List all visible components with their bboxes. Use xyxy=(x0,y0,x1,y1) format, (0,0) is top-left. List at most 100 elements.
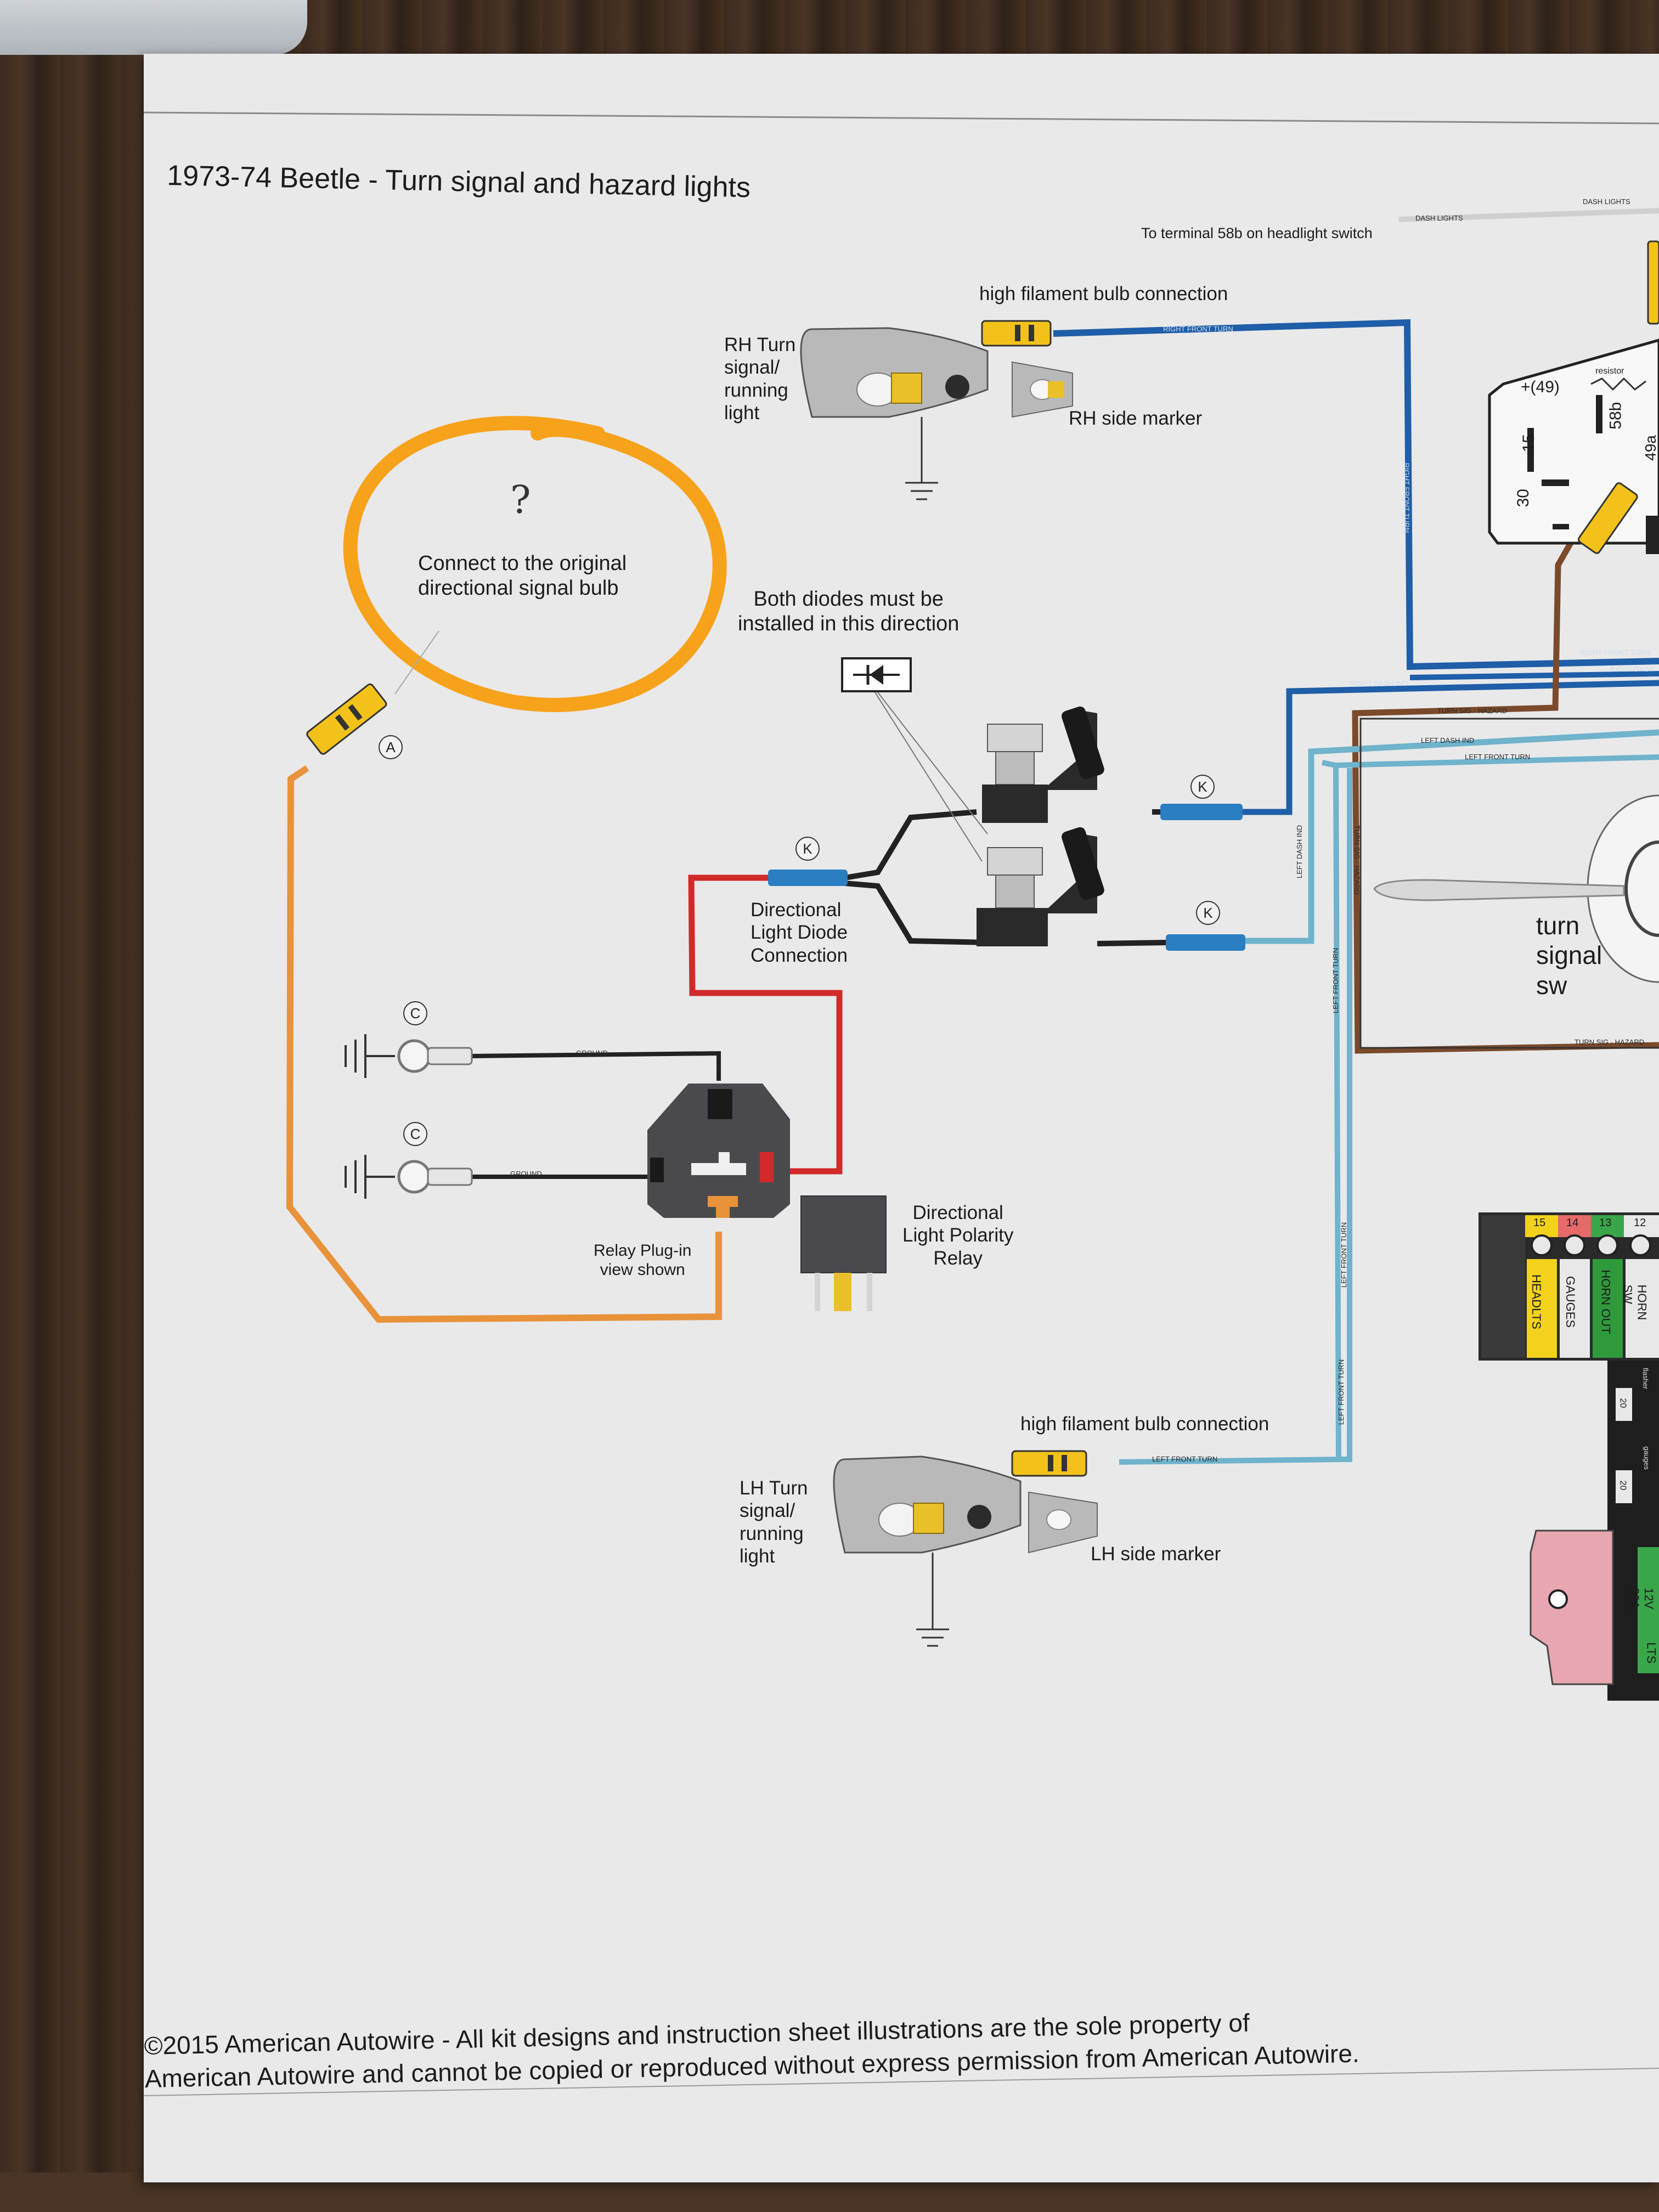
wire-label-right-front-turn: RIGHT FRONT TURN xyxy=(1163,325,1233,333)
fuse-lower-20-a: 20 xyxy=(1618,1398,1628,1408)
left-dash-ind-wire xyxy=(1245,729,1659,944)
headlight-switch xyxy=(1488,338,1659,545)
lh-high-filament-label: high filament bulb connection xyxy=(1020,1413,1269,1435)
ground-wire-1 xyxy=(471,1051,721,1081)
left-front-turn-wire-lower xyxy=(1119,1457,1347,1465)
diode-direction-symbol xyxy=(841,657,988,862)
ground-ring-terminal-2 xyxy=(397,1160,473,1194)
fuse-circuit-horn-out: HORN OUT xyxy=(1599,1269,1613,1334)
wire-label-right-front-turn-right: RIGHT FRONT TURN xyxy=(1580,648,1650,657)
fuse-circuit-headlts: HEADLTS xyxy=(1529,1274,1543,1329)
polarity-relay xyxy=(800,1195,887,1311)
switch-terminal-block xyxy=(1646,516,1659,554)
header-rule xyxy=(143,111,1659,125)
wire-label-right-dash: RIGHT DASH xyxy=(1610,665,1654,673)
dash-lights-connector xyxy=(1647,240,1659,325)
rh-high-filament-connector xyxy=(981,320,1052,347)
lh-high-filament-connector xyxy=(1011,1450,1087,1477)
fuse-number-13: 13 xyxy=(1599,1217,1612,1229)
wire-label-right-front-turn-vert: RIGHT FRONT TURN xyxy=(1402,462,1411,533)
wire-label-left-front-turn-vert2: LEFT FRONT TURN xyxy=(1340,1222,1348,1288)
resistor-label: resistor xyxy=(1595,366,1624,376)
connector-letter-c-upper: C xyxy=(403,1001,427,1025)
right-dash-wire xyxy=(1409,671,1659,680)
rh-high-filament-label: high filament bulb connection xyxy=(979,283,1228,304)
rh-side-marker-label: RH side marker xyxy=(1069,408,1203,429)
connector-letter-k-upper: K xyxy=(1190,775,1215,799)
terminal-15-label: 15 xyxy=(1519,434,1538,453)
fuse-lower-20-b: 20 xyxy=(1618,1480,1628,1491)
wire-label-turn-sig-hazard-vert: TURN SIG · HAZARD xyxy=(1353,825,1362,895)
lh-turn-signal-bulb xyxy=(833,1455,1098,1647)
left-front-turn-wire-vertical xyxy=(1333,765,1352,1462)
wire-label-ground-2: GROUND xyxy=(510,1170,542,1178)
wire-label-left-dash-ind-vert: LEFT DASH IND xyxy=(1295,825,1304,879)
rh-turn-signal-label: RH Turn signal/ running light xyxy=(724,334,796,424)
turn-signal-switch xyxy=(1359,718,1659,1049)
diode-wire-lower-right xyxy=(1097,940,1169,946)
diode-holder-lower xyxy=(977,827,1104,946)
fuse-tag-gauges: gauges xyxy=(1642,1446,1651,1470)
red-relay-wire xyxy=(688,874,843,1175)
lh-turn-signal-label: LH Turn signal/ running light xyxy=(740,1477,808,1567)
wire-label-ground-1: GROUND xyxy=(576,1049,608,1057)
right-front-turn-wire xyxy=(1053,319,1659,670)
wire-label-hazard-bottom: TURN SIG · HAZARD xyxy=(1575,1038,1645,1046)
rh-turn-signal-bulb xyxy=(800,327,1073,500)
annotation-circle xyxy=(343,416,727,712)
connector-letter-k-left: K xyxy=(795,837,820,861)
terminal-49a-label: 49a xyxy=(1641,435,1659,461)
heatshrink-k-lower xyxy=(1166,934,1245,951)
fuse-lower-lts: LTS xyxy=(1644,1642,1658,1664)
wire-label-right-dash-ind: RIGHT DASH IND xyxy=(1350,679,1408,687)
wire-label-left-front-turn-lower: LEFT FRONT TURN xyxy=(1337,1359,1346,1425)
orange-relay-wire xyxy=(286,765,722,1323)
annotation-note: Connect to the original directional sign… xyxy=(418,552,627,600)
fuse-circuit-horn-sw: HORN SW xyxy=(1621,1284,1649,1321)
turn-signal-switch-label: turn signal sw xyxy=(1536,911,1602,1000)
connector-letter-k-lower: K xyxy=(1196,901,1220,925)
dash-lights-label-2: DASH LIGHTS xyxy=(1583,198,1630,206)
terminal-30-label: 30 xyxy=(1514,489,1532,507)
wire-label-left-dash-ind: LEFT DASH IND xyxy=(1421,736,1475,744)
diode-wire-upper xyxy=(844,809,977,881)
diode-connection-label: Directional Light Diode Connection xyxy=(751,899,848,966)
polarity-relay-label: Directional Light Polarity Relay xyxy=(902,1202,1014,1269)
footer-rule xyxy=(143,2068,1659,2096)
relay-plugin-label: Relay Plug-in view shown xyxy=(594,1242,692,1279)
flasher-relay-pink xyxy=(1530,1530,1614,1685)
fuse-number-15: 15 xyxy=(1533,1217,1546,1229)
turn-sig-hazard-wire xyxy=(1352,487,1659,1054)
connector-a xyxy=(306,683,387,755)
heatshrink-k-left xyxy=(768,870,848,886)
wire-label-left-front-turn-lh: LEFT FRONT TURN xyxy=(1152,1455,1218,1463)
lh-side-marker-label: LH side marker xyxy=(1091,1543,1221,1565)
annotation-pointer xyxy=(394,630,439,695)
right-dash-ind-wire xyxy=(1240,680,1659,815)
fuse-lower-12v-30a: 12V 30A xyxy=(1628,1587,1656,1610)
dash-lights-wire xyxy=(1398,208,1659,222)
fuse-number-14: 14 xyxy=(1566,1217,1579,1229)
annotation-question-mark: ? xyxy=(510,477,531,522)
diode-holder-upper xyxy=(982,706,1104,823)
fuse-circuit-gauges: GAUGES xyxy=(1564,1276,1578,1328)
dash-lights-label-1: DASH LIGHTS xyxy=(1415,214,1463,222)
ground-symbol-2 xyxy=(345,1155,395,1199)
fuse-tag-flasher: flasher xyxy=(1641,1368,1650,1390)
connector-letter-a: A xyxy=(379,735,403,759)
fuse-panel xyxy=(1479,1212,1659,1361)
ground-ring-terminal-1 xyxy=(397,1039,473,1073)
headlight-switch-label: To terminal 58b on headlight switch xyxy=(1141,225,1373,241)
connector-letter-c-lower: C xyxy=(403,1122,427,1146)
heatshrink-k-upper xyxy=(1160,804,1243,820)
fuse-number-12: 12 xyxy=(1634,1217,1646,1229)
headlight-switch-connector xyxy=(1577,482,1638,554)
terminal-49-label: +(49) xyxy=(1521,378,1560,396)
ground-symbol-1 xyxy=(345,1034,395,1078)
terminal-58b-label: 58b xyxy=(1606,402,1625,430)
wire-label-left-front-turn-vert1: LEFT FRONT TURN xyxy=(1331,947,1340,1014)
wire-label-left-front-turn: LEFT FRONT TURN xyxy=(1465,753,1531,761)
wire-label-turn-sig-hazard: TURN SIG · HAZARD xyxy=(1437,707,1508,715)
plastic-item-corner xyxy=(0,0,307,55)
